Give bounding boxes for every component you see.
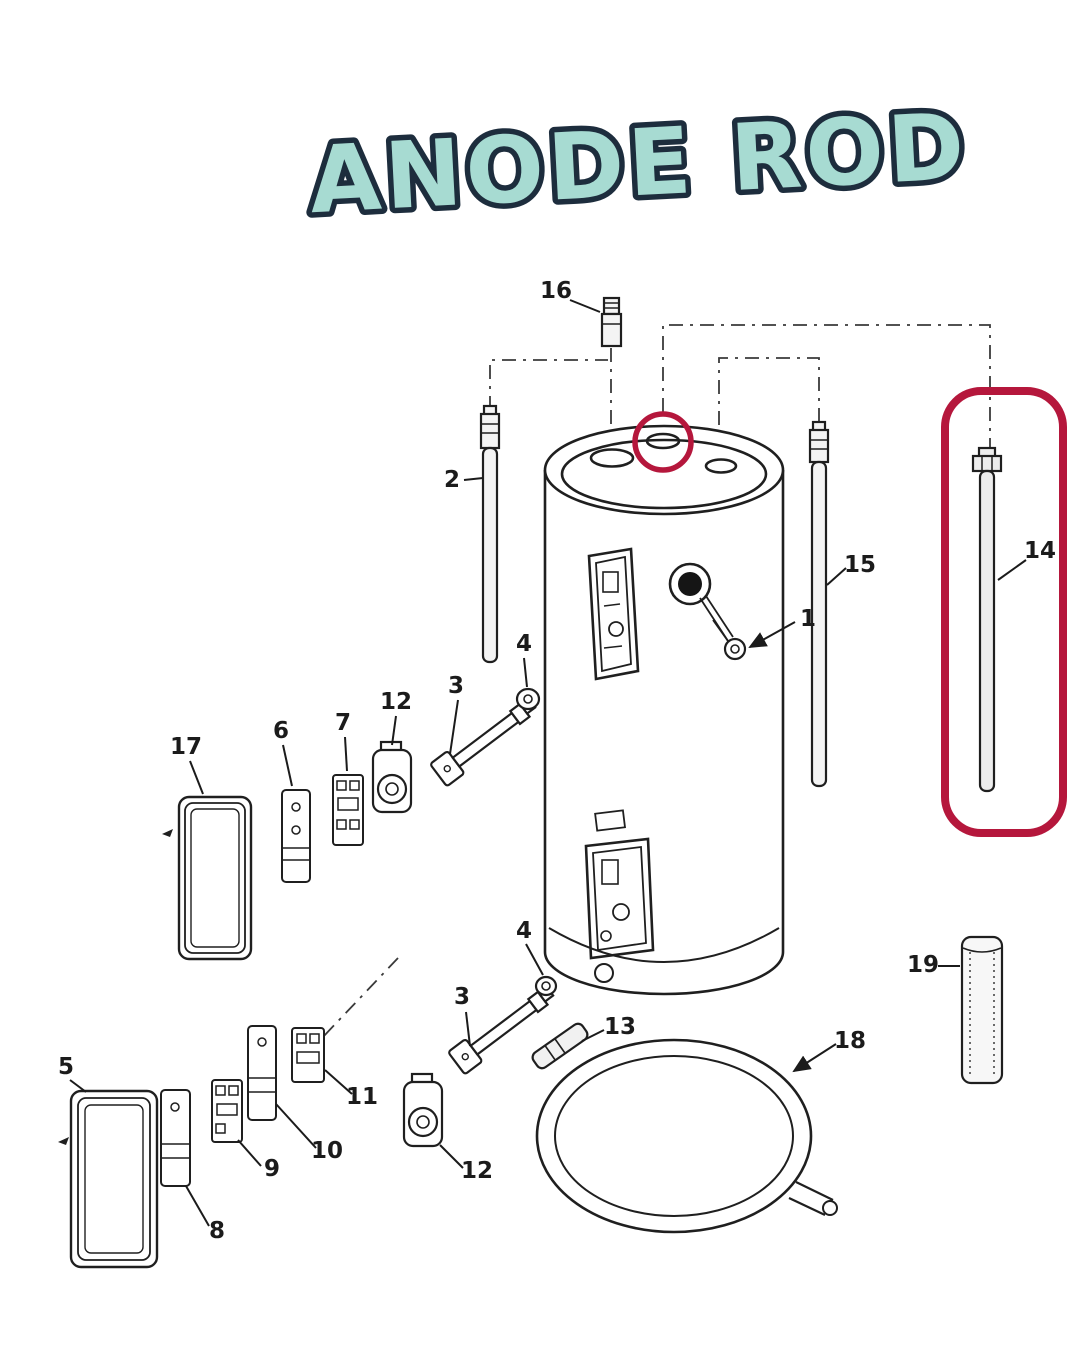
tank-port-right [704, 458, 738, 474]
highlight-circle-anode-port [632, 411, 694, 473]
part-18-bottom-pan [535, 1038, 838, 1234]
part-17-access-door [162, 795, 253, 961]
part-1-fitting [712, 619, 747, 661]
part-4-gasket-upper [515, 687, 541, 711]
part-label-7: 7 [335, 710, 351, 736]
leader-lines [69, 299, 1027, 1227]
part-4-gasket-lower [534, 975, 558, 997]
part-11-thermostat [291, 1027, 325, 1083]
part-3-heating-element-upper [430, 699, 537, 787]
part-label-3-upper: 3 [448, 673, 464, 699]
part-6-cover-plate [281, 789, 311, 883]
part-label-13: 13 [604, 1014, 636, 1040]
part-label-19: 19 [907, 952, 939, 978]
water-heater-tank [543, 424, 785, 996]
drain-hole [594, 963, 614, 983]
part-label-16: 16 [540, 278, 572, 304]
part-label-18: 18 [834, 1028, 866, 1054]
part-label-10: 10 [311, 1138, 343, 1164]
part-label-6: 6 [273, 718, 289, 744]
part-9-thermostat [211, 1079, 243, 1143]
part-label-17: 17 [170, 734, 202, 760]
part-label-11: 11 [346, 1084, 378, 1110]
lower-access-panel [584, 837, 655, 960]
part-label-5: 5 [58, 1054, 74, 1080]
part-label-12-lower: 12 [461, 1158, 493, 1184]
part-19-sleeve [960, 935, 1004, 1085]
part-10-cover-plate [247, 1025, 277, 1121]
part-label-15: 15 [844, 552, 876, 578]
part-label-9: 9 [264, 1156, 280, 1182]
part-label-2: 2 [444, 467, 460, 493]
highlight-box-anode-rod [941, 387, 1067, 837]
rating-plate [594, 809, 626, 832]
tank-front-hole [668, 562, 712, 606]
part-label-14: 14 [1024, 538, 1056, 564]
upper-access-panel [587, 547, 640, 681]
part-label-8: 8 [209, 1218, 225, 1244]
part-label-12-upper: 12 [380, 689, 412, 715]
page-title: ANODE ROD [307, 93, 971, 234]
part-8-cover-plate [160, 1089, 191, 1187]
part-2-dip-tube [479, 404, 501, 664]
part-12-bracket-upper [371, 740, 413, 814]
part-12-bracket-lower [402, 1072, 444, 1148]
part-7-thermostat [332, 774, 364, 846]
part-14-anode-rod [971, 446, 1003, 793]
tank-port-center [645, 432, 681, 450]
part-label-4-upper: 4 [516, 631, 532, 657]
part-3-heating-element-lower [448, 987, 555, 1075]
part-5-access-door [58, 1089, 159, 1269]
part-16-nipple [600, 296, 623, 348]
part-label-3-lower: 3 [454, 984, 470, 1010]
part-15-tube [808, 420, 830, 788]
part-label-1: 1 [800, 606, 816, 632]
part-label-4-lower: 4 [516, 918, 532, 944]
part-13-fitting [531, 1022, 589, 1070]
tank-port-left [589, 448, 635, 468]
